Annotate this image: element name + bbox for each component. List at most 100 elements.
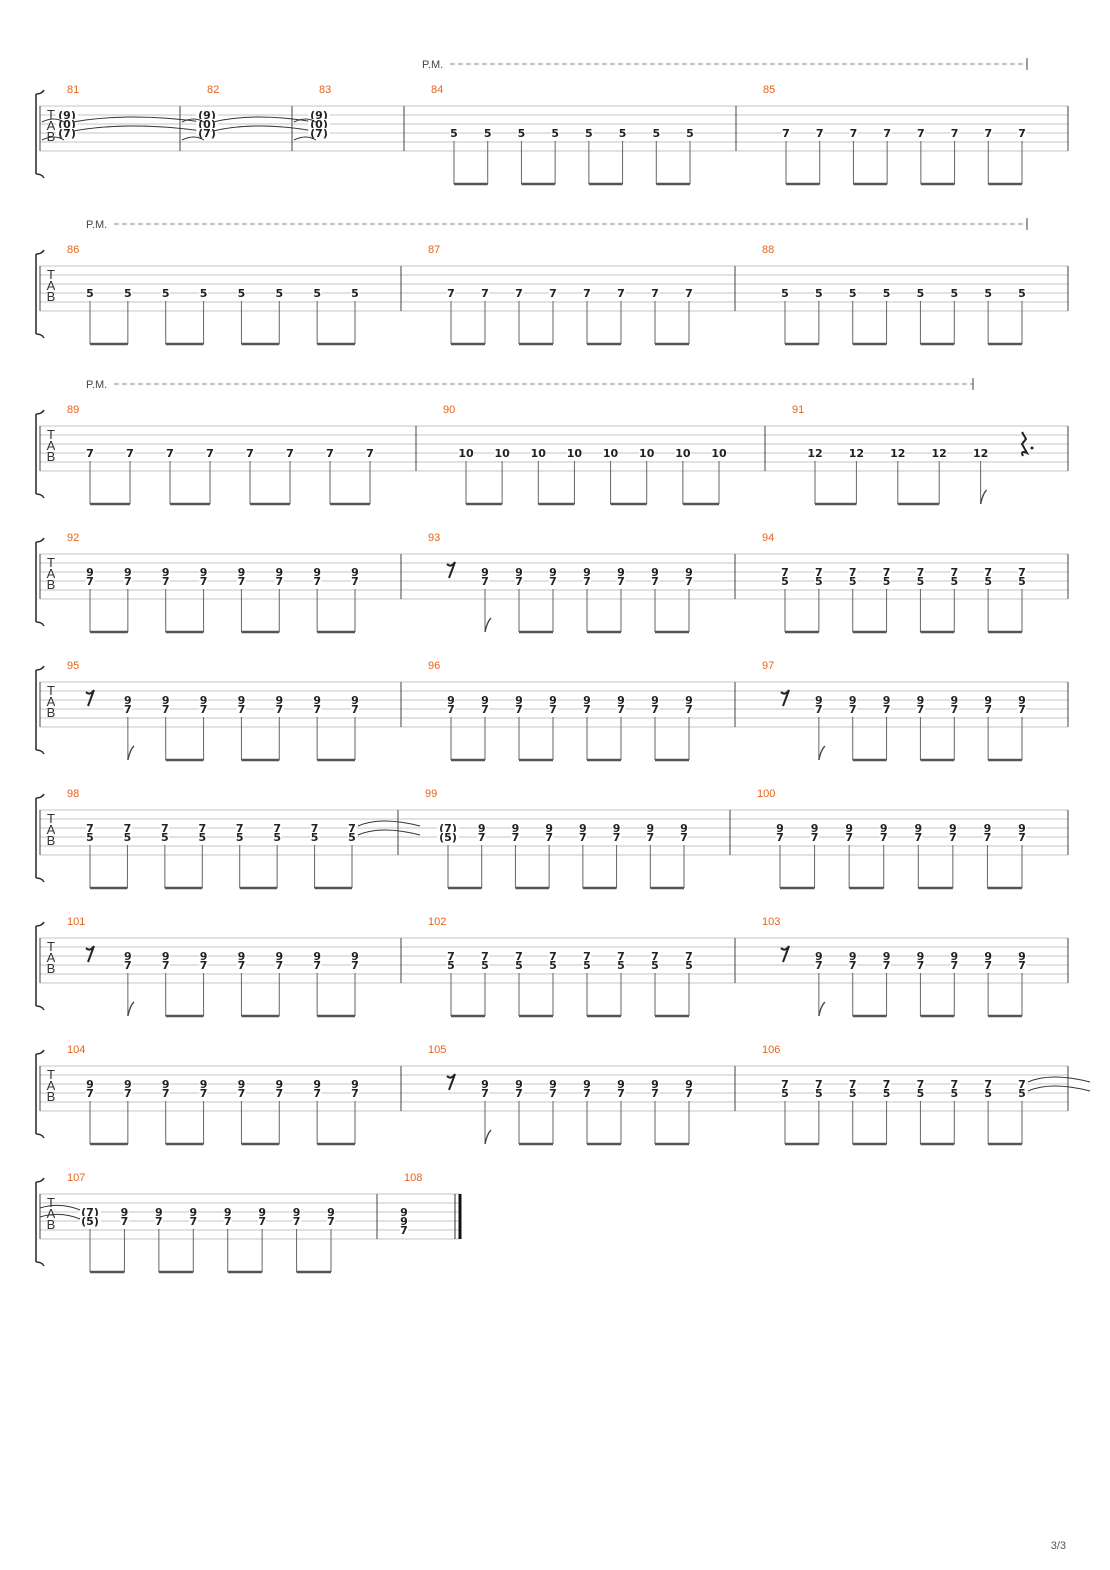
fret-backdrop — [1017, 1088, 1027, 1098]
fret-number: 5 — [883, 287, 891, 300]
fret-backdrop — [483, 128, 492, 138]
fret-backdrop — [684, 704, 694, 714]
fret-backdrop — [399, 1216, 409, 1226]
fret-number: 9 — [162, 694, 170, 707]
fret-backdrop — [916, 576, 925, 586]
fret-number: 12 — [973, 447, 988, 460]
fret-backdrop — [650, 288, 660, 298]
fret-backdrop — [199, 288, 208, 298]
fret-backdrop — [85, 832, 95, 842]
fret-backdrop — [237, 951, 246, 961]
measure-number: 82 — [207, 84, 219, 96]
system-bracket — [35, 1177, 45, 1267]
tab-clef-letter: A — [47, 566, 56, 581]
fret-backdrop — [916, 960, 925, 970]
fret-backdrop — [514, 576, 524, 586]
fret-number: 7 — [782, 127, 790, 140]
fret-backdrop — [973, 448, 989, 458]
system-bracket — [35, 665, 45, 755]
fret-number: 5 — [686, 127, 694, 140]
tab-clef-letter: T — [47, 555, 55, 570]
fret-number: 7 — [950, 703, 958, 716]
tab-clef-letter: B — [47, 705, 56, 720]
fret-number: 7 — [126, 447, 134, 460]
fret-backdrop — [161, 960, 170, 970]
fret-number: 10 — [494, 447, 510, 460]
fret-backdrop — [618, 128, 627, 138]
fret-backdrop — [79, 1216, 101, 1226]
fret-number: 9 — [124, 950, 132, 963]
tab-clef-letter: T — [47, 107, 55, 122]
fret-number: 7 — [275, 1087, 283, 1100]
fret-number: 5 — [1018, 575, 1026, 588]
tie-arc — [181, 118, 205, 123]
system-bracket — [35, 537, 45, 627]
fret-backdrop — [350, 576, 360, 586]
fret-number: 10 — [567, 447, 583, 460]
fret-backdrop — [548, 288, 558, 298]
fret-backdrop — [584, 128, 594, 138]
fret-backdrop — [123, 288, 133, 298]
fret-number: 5 — [551, 127, 559, 140]
fret-number: 7 — [549, 703, 557, 716]
fret-number: 7 — [685, 575, 693, 588]
fret-number: 7 — [984, 127, 992, 140]
fret-number: 7 — [351, 959, 359, 972]
fret-number: 5 — [685, 959, 693, 972]
fret-number: (7) — [198, 127, 216, 140]
fret-backdrop — [308, 119, 330, 129]
fret-number: 7 — [366, 447, 374, 460]
fret-number: 5 — [275, 287, 283, 300]
system-bracket — [35, 409, 45, 499]
fret-number: 7 — [781, 1078, 789, 1091]
fret-backdrop — [514, 1079, 524, 1089]
measure-number: 95 — [67, 660, 79, 672]
fret-number: 5 — [815, 575, 823, 588]
tab-clef-letter: T — [47, 811, 55, 826]
fret-number: 7 — [685, 1087, 693, 1100]
tab-clef-letter: A — [47, 822, 56, 837]
measure-number: 97 — [762, 660, 774, 672]
fret-number: 7 — [313, 703, 321, 716]
fret-backdrop — [983, 288, 993, 298]
fret-number: 9 — [86, 1078, 94, 1091]
fret-number: 9 — [515, 1078, 523, 1091]
fret-backdrop — [511, 823, 520, 833]
fret-backdrop — [983, 951, 993, 961]
fret-backdrop — [582, 288, 592, 298]
fret-number: 7 — [680, 831, 688, 844]
fret-number: 7 — [613, 831, 621, 844]
fret-number: 5 — [124, 831, 132, 844]
fret-backdrop — [199, 576, 208, 586]
fret-backdrop — [984, 128, 993, 138]
fret-number: 9 — [481, 1078, 489, 1091]
fret-backdrop — [548, 567, 558, 577]
fret-number: 9 — [776, 822, 784, 835]
fret-number: 7 — [161, 822, 169, 835]
fret-backdrop — [950, 288, 959, 298]
fret-number: 10 — [675, 447, 691, 460]
fret-number: 9 — [883, 950, 891, 963]
fret-backdrop — [477, 823, 486, 833]
fret-backdrop — [616, 1088, 626, 1098]
fret-backdrop — [544, 832, 554, 842]
eighth-rest — [85, 945, 95, 963]
fret-number: 9 — [984, 822, 992, 835]
fret-backdrop — [983, 567, 993, 577]
fret-number: (9) — [198, 109, 216, 122]
fret-number: 9 — [1018, 694, 1026, 707]
fret-backdrop — [312, 695, 322, 705]
fret-backdrop — [983, 695, 993, 705]
fret-backdrop — [350, 567, 360, 577]
measure-number: 94 — [762, 532, 774, 544]
fret-backdrop — [650, 704, 660, 714]
tie-arc — [357, 820, 421, 827]
fret-backdrop — [566, 448, 582, 458]
fret-number: 9 — [313, 566, 321, 579]
fret-number: 7 — [258, 1215, 266, 1228]
fret-number: 9 — [917, 950, 925, 963]
fret-backdrop — [275, 288, 284, 298]
fret-number: 5 — [236, 831, 244, 844]
fret-backdrop — [916, 128, 926, 138]
fret-number: 7 — [124, 1087, 132, 1100]
